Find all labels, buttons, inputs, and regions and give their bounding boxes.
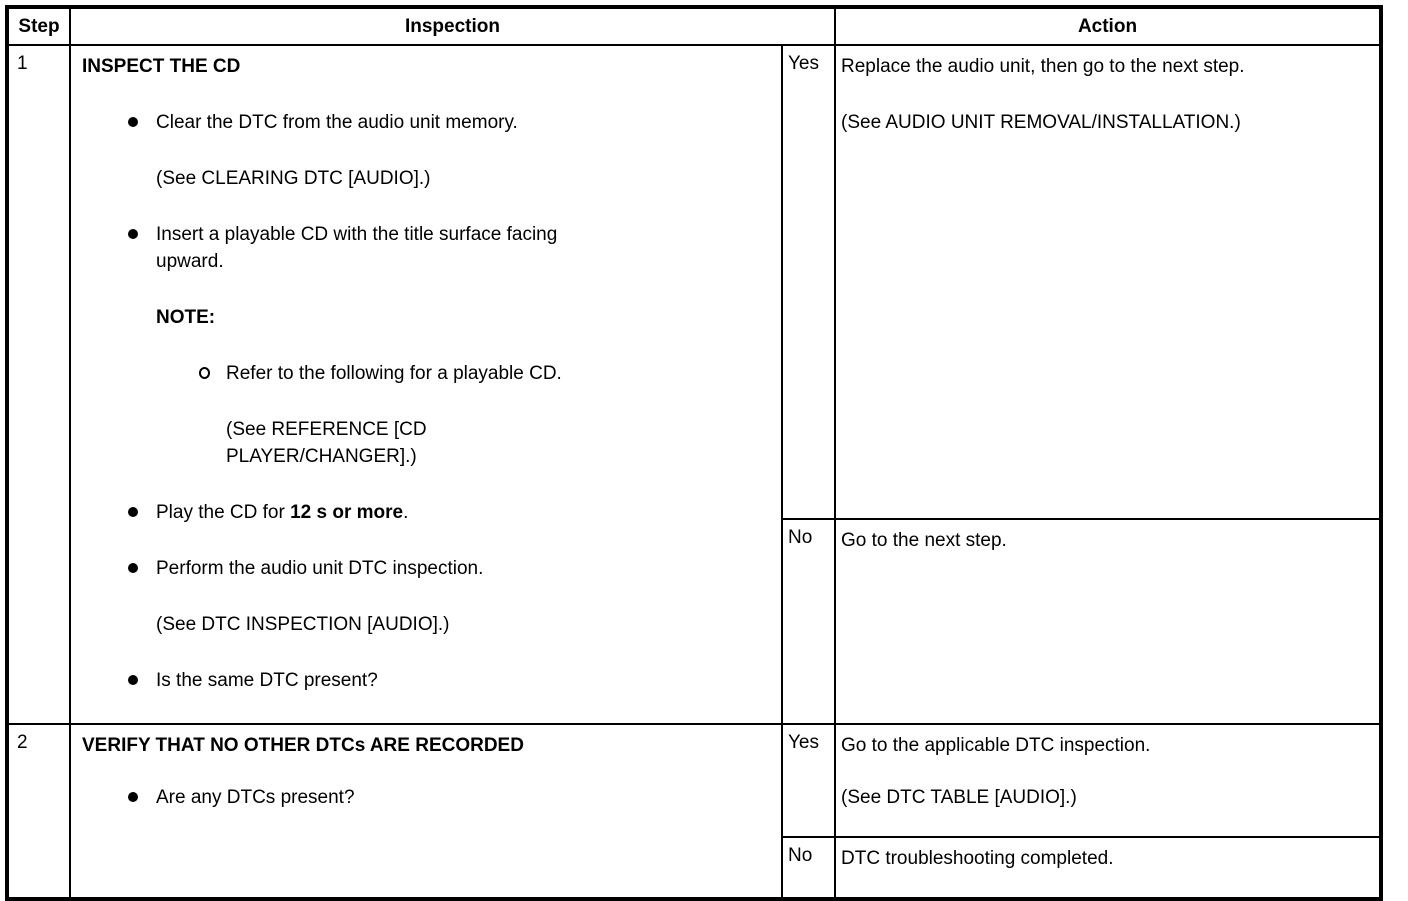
bullet-icon (128, 784, 156, 811)
step-column-header: Step (6, 6, 71, 46)
sub-bullet-text: Refer to the following for a playable CD… (226, 363, 562, 384)
see-reference-line: (See REFERENCE [CD (226, 419, 427, 440)
bullet-text: Clear the DTC from the audio unit memory… (156, 112, 518, 133)
bullet-text: Play the CD for 12 s or more. (156, 499, 408, 526)
bullet-item: Play the CD for 12 s or more. (128, 499, 775, 526)
inspection-cell: INSPECT THE CD Clear the DTC from the au… (69, 44, 783, 725)
note-label: NOTE: (156, 307, 216, 328)
bullet-icon (128, 499, 156, 526)
yes-label-cell: Yes (781, 723, 836, 838)
sub-bullet-item: Refer to the following for a playable CD… (199, 360, 775, 387)
bullet-item: Are any DTCs present? (128, 784, 775, 811)
inspection-title: INSPECT THE CD (82, 56, 241, 77)
see-reference-clearing-dtc: (See CLEARING DTC [AUDIO].) (156, 168, 431, 189)
dtc-troubleshooting-table: Step Inspection Action 1 INSPECT THE CD … (5, 5, 1383, 901)
row-1-no: No Go to the next step. (7, 518, 1382, 725)
action-no-cell: DTC troubleshooting completed. (834, 836, 1382, 900)
see-reference-removal-installation: (See AUDIO UNIT REMOVAL/INSTALLATION.) (841, 112, 1241, 133)
bullet-text: Is the same DTC present? (156, 670, 378, 691)
bullet-text-line: Insert a playable CD with the title surf… (156, 224, 558, 245)
inspection-title: VERIFY THAT NO OTHER DTCs ARE RECORDED (82, 735, 524, 756)
bullet-text-suffix: . (403, 502, 409, 523)
bullet-item: Is the same DTC present? (128, 667, 775, 694)
bullet-text-emphasis: 12 s or more (290, 502, 404, 523)
bullet-item: Clear the DTC from the audio unit memory… (128, 109, 775, 136)
bullet-text: Perform the audio unit DTC inspection. (156, 558, 484, 579)
no-label-cell: No (781, 836, 836, 900)
action-yes-cell: Go to the applicable DTC inspection. (Se… (834, 723, 1382, 838)
bullet-item: Perform the audio unit DTC inspection. (128, 555, 775, 582)
row-1-yes: 1 INSPECT THE CD Clear the DTC from the … (6, 43, 1382, 725)
action-text: Go to the next step. (841, 530, 1007, 552)
action-column-header: Action (834, 6, 1382, 46)
inspection-column-header: Inspection (69, 6, 836, 46)
action-no-cell: Go to the next step. (834, 518, 1382, 725)
action-text: Go to the applicable DTC inspection. (841, 735, 1151, 756)
row-2-yes: 2 VERIFY THAT NO OTHER DTCs ARE RECORDED… (6, 723, 1382, 900)
action-text: DTC troubleshooting completed. (841, 848, 1114, 869)
action-text: Replace the audio unit, then go to the n… (841, 56, 1245, 77)
see-reference-dtc-inspection: (See DTC INSPECTION [AUDIO].) (156, 614, 450, 635)
bullet-icon (128, 555, 156, 582)
see-reference-dtc-table: (See DTC TABLE [AUDIO].) (841, 787, 1077, 808)
no-label-cell: No (781, 518, 836, 725)
bullet-text-prefix: Play the CD for (156, 502, 291, 523)
bullet-text-line: upward. (156, 251, 224, 272)
step-number-cell: 1 (6, 44, 71, 725)
step-number-cell: 2 (6, 723, 71, 900)
bullet-icon (128, 667, 156, 694)
see-reference-line: PLAYER/CHANGER].) (226, 446, 417, 467)
hollow-bullet-icon (199, 360, 226, 387)
action-yes-cell: Replace the audio unit, then go to the n… (834, 43, 1382, 521)
yes-label-cell: Yes (781, 43, 836, 521)
bullet-item: Insert a playable CD with the title surf… (128, 221, 775, 275)
see-reference-cd-player: (See REFERENCE [CD PLAYER/CHANGER].) (226, 416, 775, 470)
bullet-text: Insert a playable CD with the title surf… (156, 221, 557, 275)
bullet-icon (128, 221, 156, 275)
bullet-icon (128, 109, 156, 136)
header-row: Step Inspection Action (6, 6, 1382, 46)
inspection-cell: VERIFY THAT NO OTHER DTCs ARE RECORDED A… (69, 723, 783, 900)
bullet-text: Are any DTCs present? (156, 787, 355, 808)
